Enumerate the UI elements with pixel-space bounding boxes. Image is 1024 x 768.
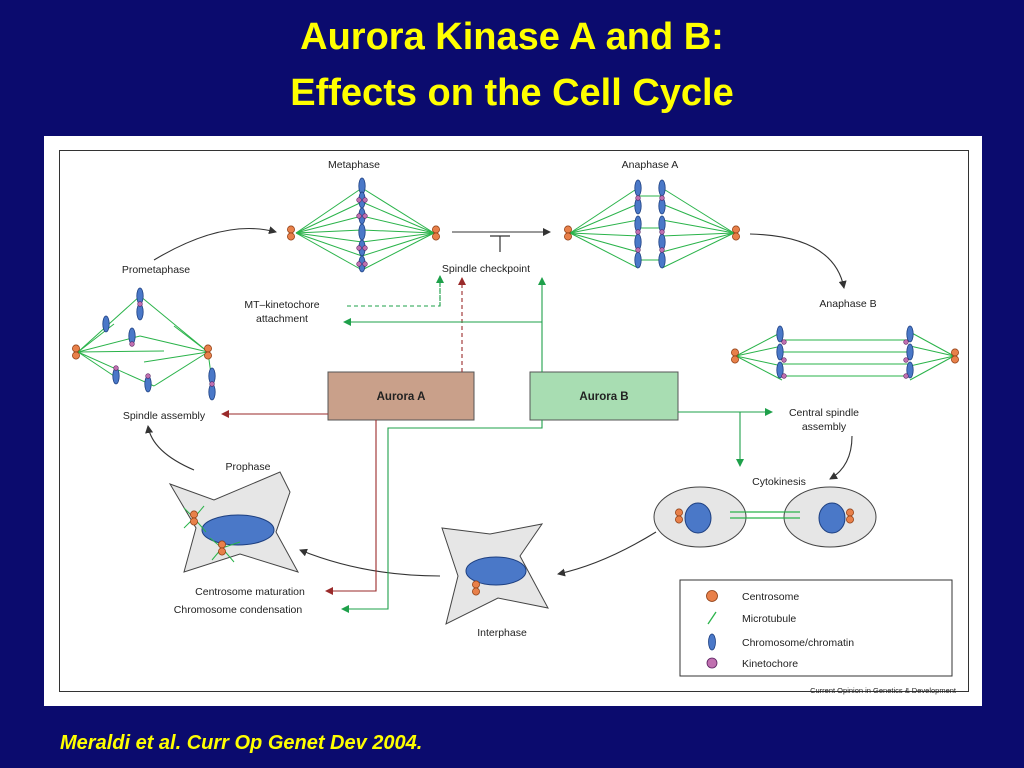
aurora-b-box bbox=[529, 371, 679, 421]
checkpoint-inhibitor bbox=[490, 235, 510, 252]
slide-title-line2: Effects on the Cell Cycle bbox=[290, 72, 734, 114]
legend: Centrosome Microtubule Chromosome/chroma… bbox=[679, 579, 953, 677]
aurora-a-label: Aurora A bbox=[377, 391, 426, 403]
legend-kinetochore: Kinetochore bbox=[742, 658, 798, 670]
legend-microtubule-icon bbox=[707, 611, 717, 625]
figure-credit: Current Opinion in Genetics & Developmen… bbox=[810, 686, 957, 695]
legend-chromosome-icon bbox=[708, 633, 716, 651]
label-mt-kinetochore-2: attachment bbox=[256, 313, 308, 325]
cell-cycle-diagram: Metaphase Anaphase A Prometaphase Anapha… bbox=[72, 159, 959, 695]
aurora-b-label: Aurora B bbox=[579, 391, 628, 403]
label-anaphase-b: Anaphase B bbox=[819, 298, 876, 310]
slide-title-line1: Aurora Kinase A and B: bbox=[300, 16, 724, 58]
cytokinesis-cells bbox=[653, 486, 877, 548]
label-central-spindle-1: Central spindle bbox=[789, 407, 859, 419]
label-chromosome-condensation: Chromosome condensation bbox=[174, 604, 303, 616]
anaphase-a-spindle bbox=[564, 179, 740, 269]
label-centrosome-maturation: Centrosome maturation bbox=[195, 586, 305, 598]
label-mt-kinetochore-1: MT–kinetochore bbox=[244, 299, 319, 311]
label-metaphase: Metaphase bbox=[328, 159, 380, 171]
anaphase-b-spindle bbox=[731, 325, 959, 381]
label-interphase: Interphase bbox=[477, 627, 527, 639]
diagram-panel: Metaphase Anaphase A Prometaphase Anapha… bbox=[44, 136, 982, 706]
interphase-cell bbox=[441, 523, 549, 625]
label-cytokinesis: Cytokinesis bbox=[752, 476, 806, 488]
label-prometaphase: Prometaphase bbox=[122, 264, 190, 276]
label-spindle-assembly: Spindle assembly bbox=[123, 410, 206, 422]
aurora-a-arrows bbox=[221, 277, 466, 595]
legend-kinetochore-icon bbox=[706, 657, 718, 669]
label-prophase: Prophase bbox=[226, 461, 271, 473]
metaphase-spindle bbox=[287, 177, 440, 273]
legend-chromosome: Chromosome/chromatin bbox=[742, 637, 854, 649]
aurora-b-arrows bbox=[341, 275, 773, 613]
label-anaphase-a: Anaphase A bbox=[622, 159, 679, 171]
prophase-cell bbox=[168, 471, 300, 573]
legend-microtubule: Microtubule bbox=[742, 613, 796, 625]
label-central-spindle-2: assembly bbox=[802, 421, 847, 433]
diagram-frame bbox=[59, 150, 969, 692]
legend-centrosome: Centrosome bbox=[742, 591, 799, 603]
prometaphase-spindle bbox=[72, 287, 216, 401]
cycle-arrows bbox=[145, 226, 853, 577]
legend-centrosome-icon bbox=[706, 590, 718, 602]
label-spindle-checkpoint: Spindle checkpoint bbox=[442, 263, 530, 275]
aurora-a-box bbox=[327, 371, 475, 421]
citation: Meraldi et al. Curr Op Genet Dev 2004. bbox=[60, 732, 423, 754]
